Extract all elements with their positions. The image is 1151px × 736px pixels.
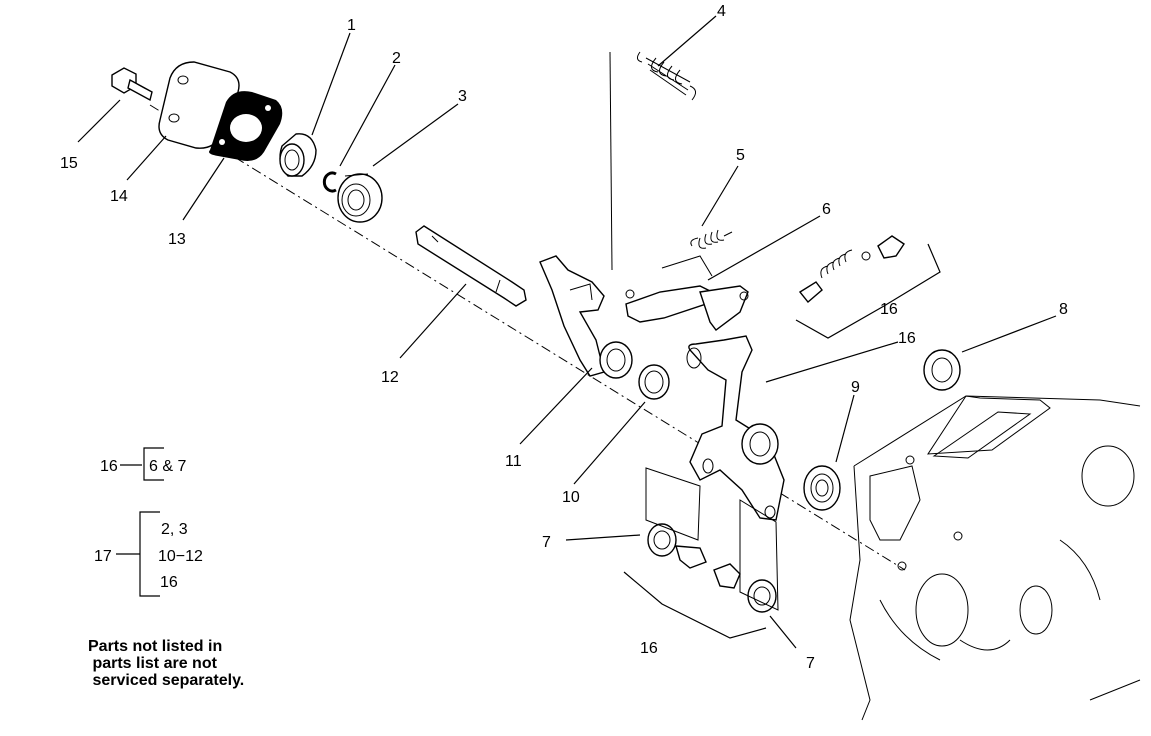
callout-12: 12 — [381, 369, 399, 386]
callout-16-upper: 16 — [898, 330, 916, 347]
callout-6: 6 — [822, 201, 831, 218]
callout-2: 2 — [392, 50, 401, 67]
kit-16-phantom-box — [645, 467, 779, 611]
callout-8: 8 — [1059, 301, 1068, 318]
kit-17-item-2: 16 — [160, 574, 178, 591]
kit-17-number: 17 — [94, 548, 112, 565]
callout-7-upper: 7 — [542, 534, 551, 551]
part-8-bushing — [923, 349, 961, 391]
part-4-spring — [636, 51, 696, 101]
note-line-2: parts list are not — [88, 655, 217, 672]
callout-11: 11 — [505, 453, 522, 470]
part-7-pin-upper — [647, 523, 707, 569]
kit-17-item-1: 10−12 — [158, 548, 203, 565]
part-7-pin-lower — [713, 563, 777, 613]
callout-14: 14 — [110, 188, 128, 205]
engine-block — [849, 395, 1141, 721]
callout-16-middle: 16 — [880, 301, 898, 318]
service-note: Parts not listed in parts list are not s… — [88, 638, 244, 689]
callout-16-lower: 16 — [640, 640, 658, 657]
part-3-bearing — [337, 173, 383, 223]
adjuster-assembly — [798, 235, 905, 304]
callout-4: 4 — [717, 3, 726, 20]
note-line-1: Parts not listed in — [88, 638, 223, 655]
callout-10: 10 — [562, 489, 580, 506]
part-6-lever — [625, 285, 749, 331]
kit-legend-17: 17 2, 3 10−12 16 — [94, 511, 203, 597]
part-11-lever-hub — [539, 255, 633, 379]
callout-13: 13 — [168, 231, 186, 248]
kit-legend-16: 16 6 & 7 — [100, 447, 186, 481]
part-2-retaining-ring — [322, 171, 337, 193]
part-4-locator-line — [609, 51, 613, 271]
callout-1: 1 — [347, 17, 356, 34]
callout-9: 9 — [851, 379, 860, 396]
note-line-3: serviced separately. — [88, 672, 245, 689]
callout-5: 5 — [736, 147, 745, 164]
kit-16-item-0: 6 & 7 — [149, 458, 186, 475]
leader-lines — [77, 15, 1057, 649]
part-5-spring — [661, 229, 733, 277]
yoke-assembly — [686, 335, 785, 521]
shaft-axis-line — [149, 104, 906, 571]
part-15-bolt — [111, 67, 153, 102]
kit-16-number: 16 — [100, 458, 118, 475]
part-13-gasket — [209, 91, 283, 161]
part-9-bearing — [803, 465, 841, 511]
callout-7-lower: 7 — [806, 655, 815, 672]
part-12-shaft — [415, 225, 527, 307]
part-1-bushing — [279, 133, 317, 177]
kit-17-item-0: 2, 3 — [161, 521, 188, 538]
callout-15: 15 — [60, 155, 78, 172]
callout-3: 3 — [458, 88, 467, 105]
part-10-washer — [638, 364, 670, 400]
